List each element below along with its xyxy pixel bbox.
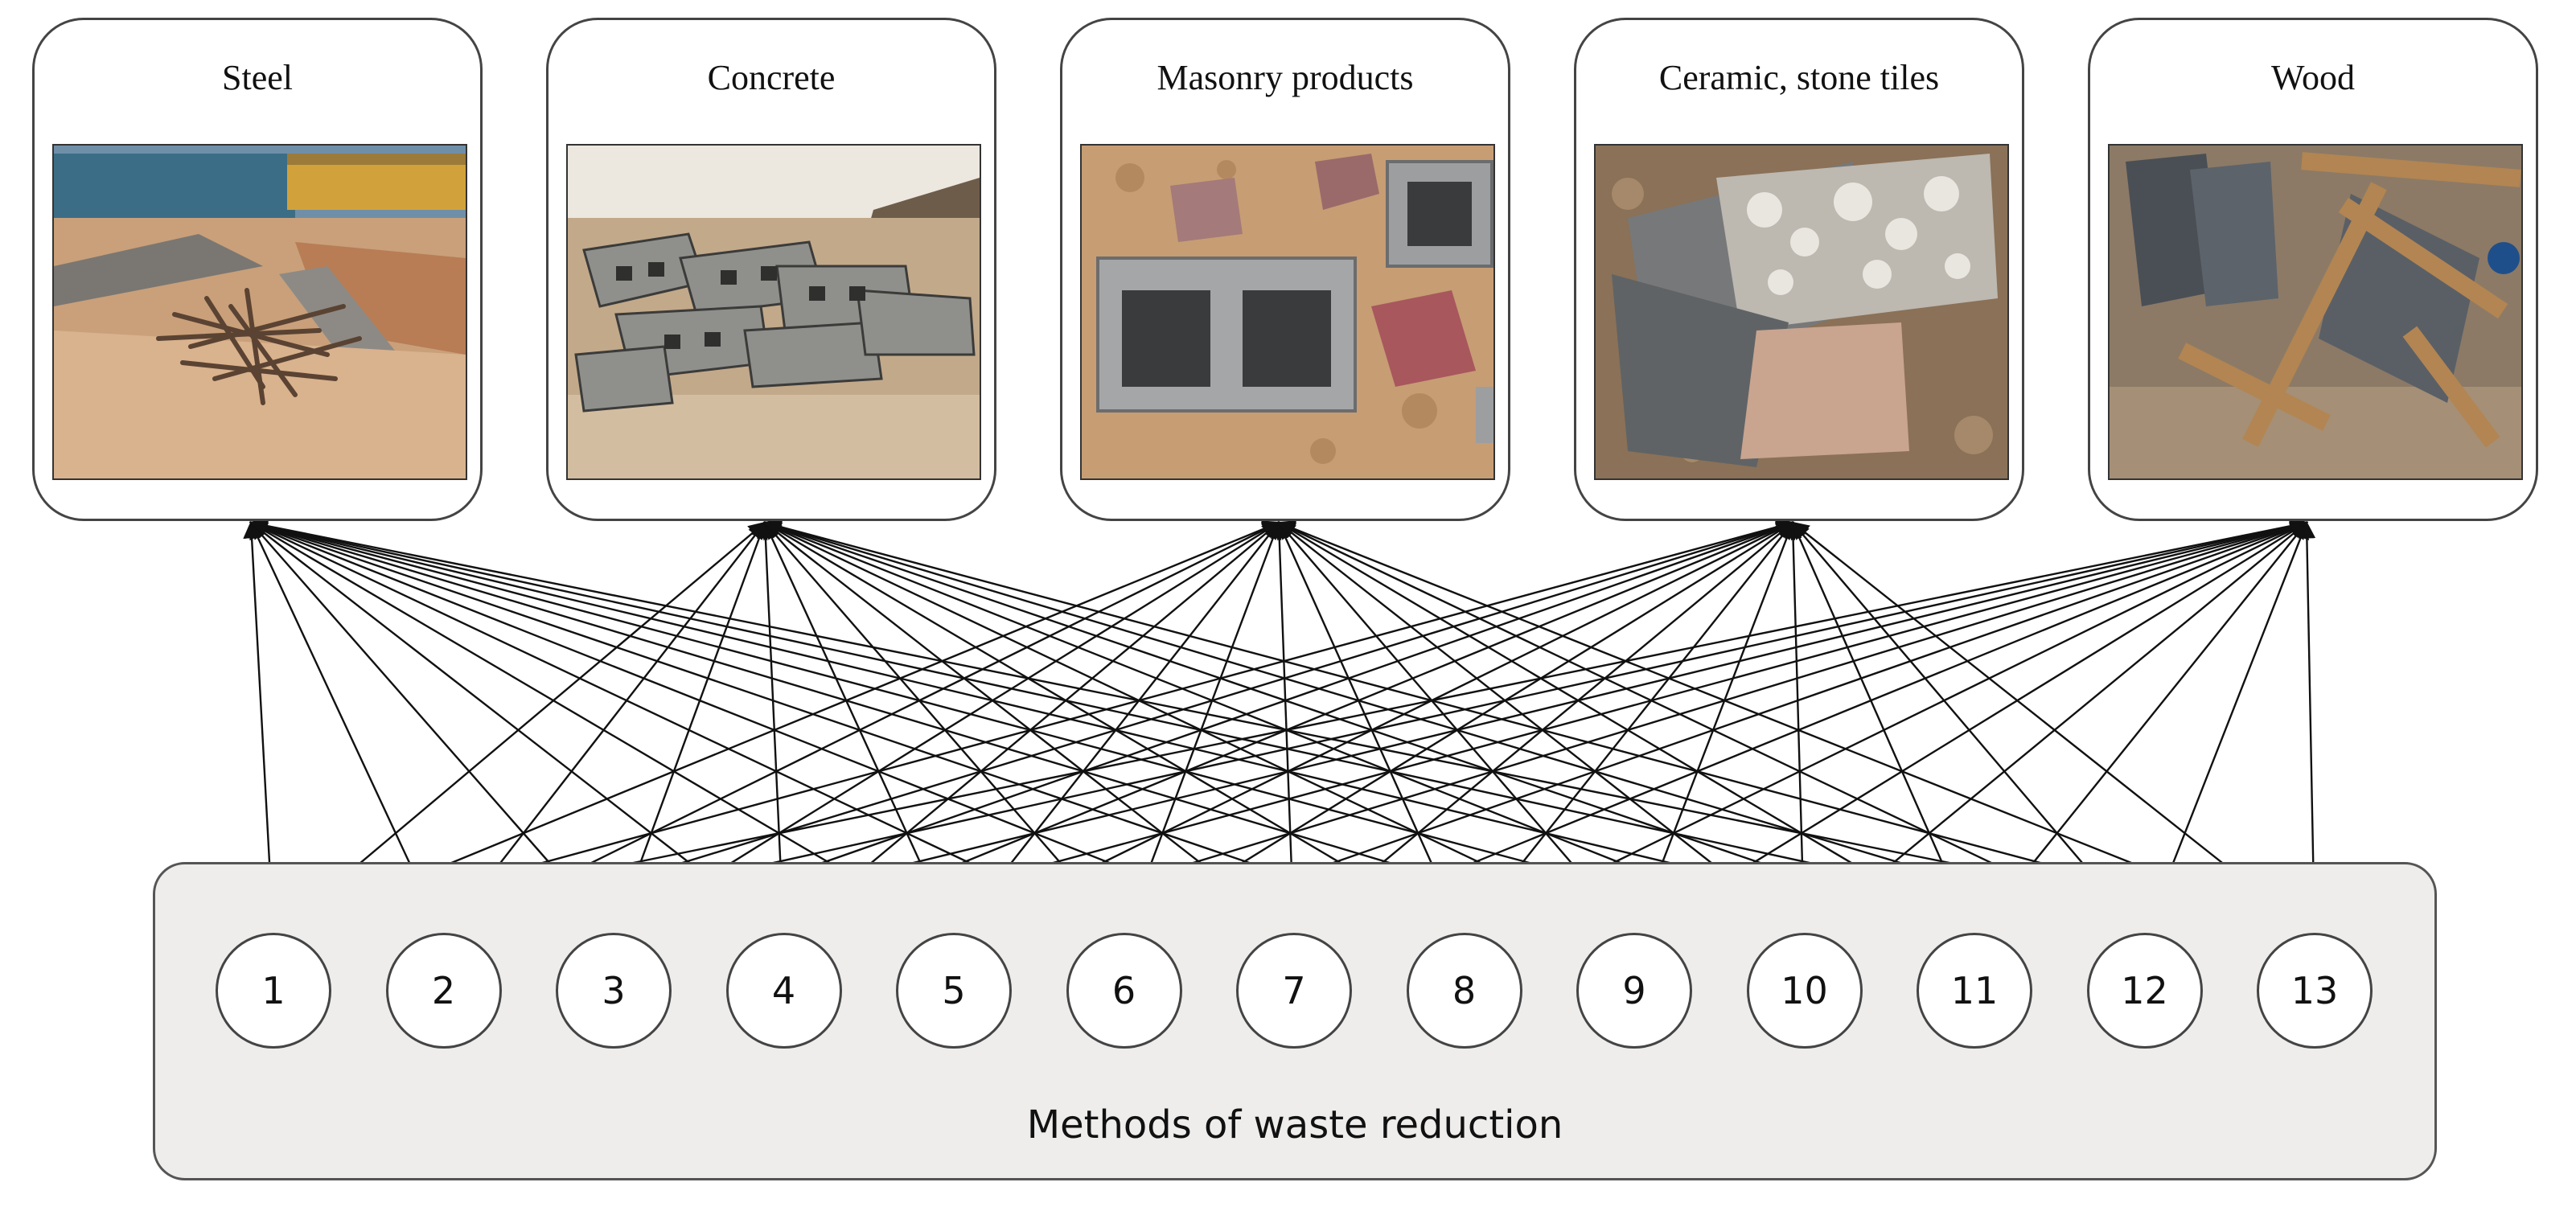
method-node-9: 9	[1576, 933, 1692, 1049]
method-node-10: 10	[1746, 933, 1863, 1049]
method-node-12: 12	[2086, 933, 2203, 1049]
method-node-11: 11	[1917, 933, 2032, 1049]
method-node-8: 8	[1406, 933, 1522, 1049]
method-node-2: 2	[385, 933, 502, 1049]
wood-scraps-photo	[2108, 144, 2523, 480]
method-node-1: 1	[216, 933, 331, 1049]
material-title: Concrete	[707, 58, 836, 97]
method-node-4: 4	[725, 933, 842, 1049]
method-node-6: 6	[1066, 933, 1182, 1049]
material-card-wood: Wood	[2088, 18, 2538, 521]
methods-label: Methods of waste reduction	[1026, 1102, 1563, 1147]
material-title: Wood	[2270, 58, 2355, 97]
method-node-5: 5	[896, 933, 1012, 1049]
method-node-7: 7	[1236, 933, 1352, 1049]
material-title: Ceramic, stone tiles	[1658, 58, 1940, 97]
material-title: Masonry products	[1157, 58, 1414, 97]
method-node-3: 3	[556, 933, 672, 1049]
material-card-concrete: Concrete	[546, 18, 996, 521]
material-card-masonry: Masonry products	[1060, 18, 1510, 521]
method-node-13: 13	[2257, 933, 2373, 1049]
material-card-ceramic-tiles: Ceramic, stone tiles	[1574, 18, 2024, 521]
material-card-steel: Steel	[32, 18, 483, 521]
masonry-blocks-photo	[1080, 144, 1495, 480]
steel-waste-photo	[52, 144, 467, 480]
concrete-rubble-photo	[566, 144, 981, 480]
material-title: Steel	[222, 58, 293, 97]
tiles-photo	[1594, 144, 2009, 480]
